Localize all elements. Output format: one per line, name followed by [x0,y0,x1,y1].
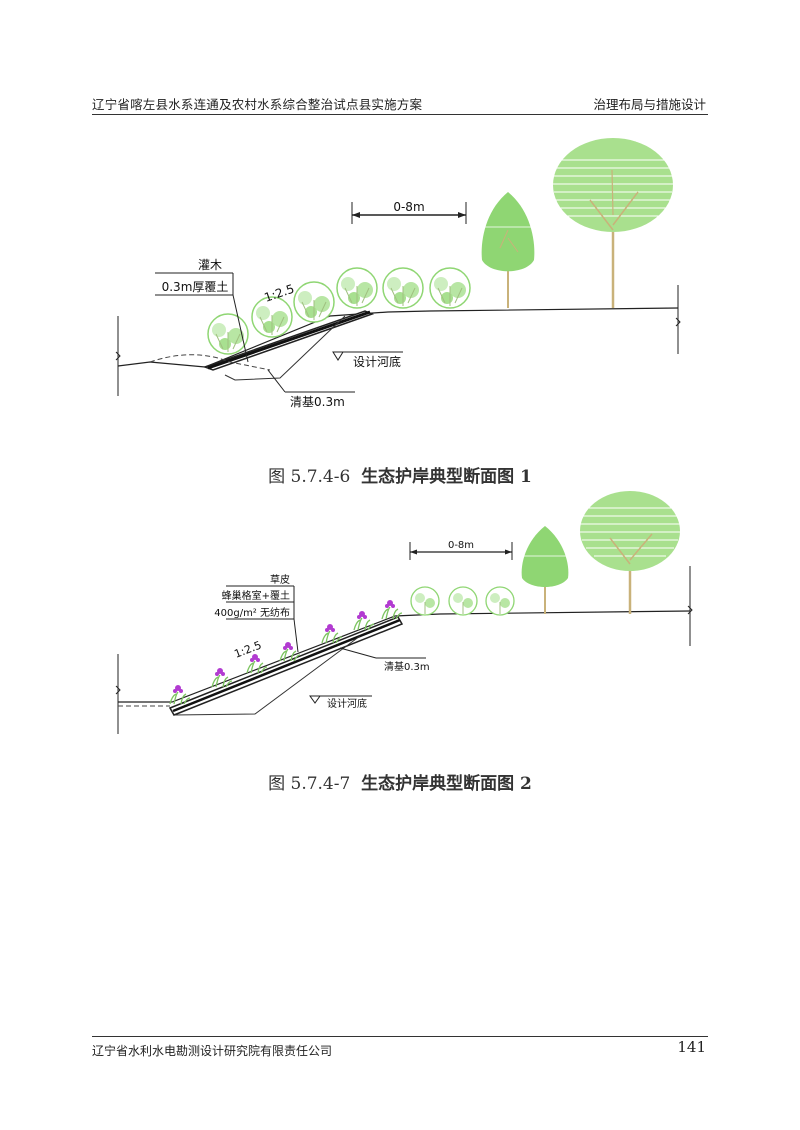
fig1-river-bed-label: 设计河底 [353,354,401,369]
fig1-shrub-label: 灌木 [198,258,222,272]
fig2-cell-label: 蜂巢格室+覆土 [222,589,290,602]
figure-2-number: 图 5.7.4-7 [268,774,351,794]
header-chapter-title: 治理布局与措施设计 [593,97,706,112]
figure-1-title: 生态护岸典型断面图 1 [361,467,532,487]
fig2-river-bed-label: 设计河底 [327,697,367,710]
fig1-width-dimension: 0-8m [393,200,424,214]
fig2-fabric-label: 400g/m² 无纺布 [214,606,290,619]
figure-2-caption: 图 5.7.4-7 生态护岸典型断面图 2 [0,769,800,794]
fig2-grass-label: 草皮 [270,573,290,586]
header-rule [92,114,708,115]
fig1-soil-label: 0.3m厚覆土 [162,280,229,294]
figure-2-title: 生态护岸典型断面图 2 [361,774,532,794]
header-document-title: 辽宁省喀左县水系连通及农村水系综合整治试点县实施方案 [92,97,423,112]
fig2-clearing-label: 清基0.3m [384,660,430,673]
fig1-clearing-label: 清基0.3m [290,395,345,409]
figure-1-number: 图 5.7.4-6 [268,467,351,487]
fig2-slope-label: 1:2.5 [232,639,263,661]
figure-1-drawing: 0-8m 灌木 0.3m厚覆土 1:2.5 设计河底 清基0.3m [0,130,800,430]
figure-1-caption: 图 5.7.4-6 生态护岸典型断面图 1 [0,462,800,487]
figure-2-drawing: 0-8m 草皮 蜂巢格室+覆土 400g/m² 无纺布 1:2.5 清基0.3m… [0,486,800,746]
footer-rule [92,1036,708,1037]
page-number: 141 [677,1038,706,1056]
footer-organization: 辽宁省水利水电勘测设计研究院有限责任公司 [92,1044,333,1058]
fig2-width-dimension: 0-8m [448,540,474,551]
